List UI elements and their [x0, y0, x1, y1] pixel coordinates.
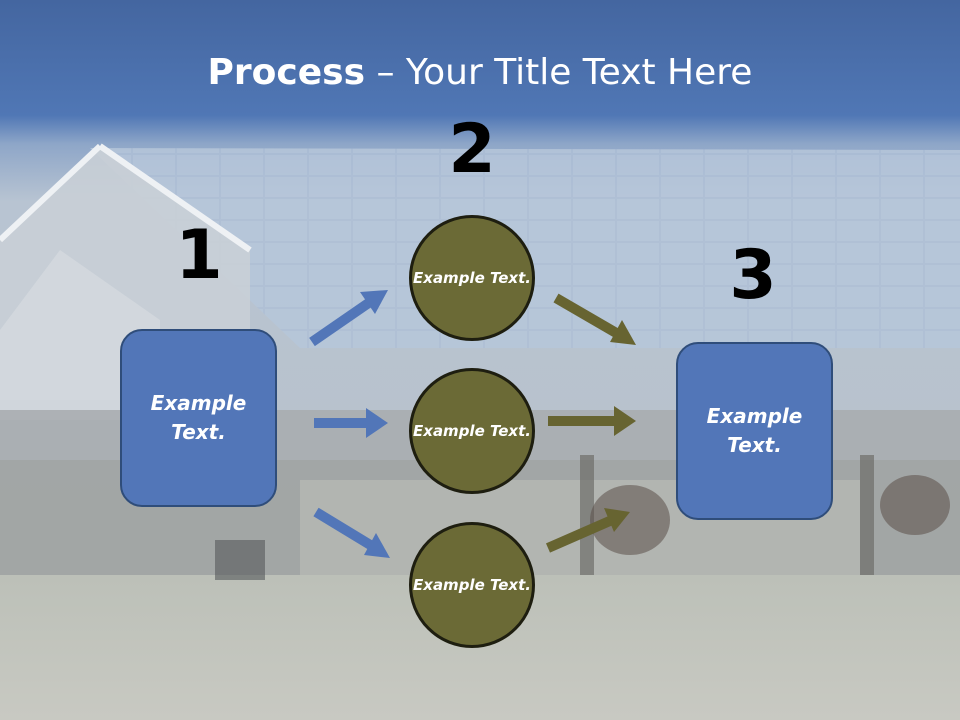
arrow-top-to-3 — [553, 293, 636, 345]
step-2-circle-bottom: Example Text. — [409, 522, 535, 648]
step-3-text: Example Text. — [706, 404, 803, 457]
arrow-1-to-top — [309, 290, 388, 347]
arrow-middle-to-3 — [548, 406, 636, 436]
arrow-1-to-bottom — [313, 507, 390, 558]
step-3-box: Example Text. — [676, 342, 833, 520]
step-2-text-middle: Example Text. — [413, 421, 531, 440]
step-2-number: 2 — [448, 110, 496, 189]
step-3-number: 3 — [729, 236, 777, 315]
step-2-circle-middle: Example Text. — [409, 368, 535, 494]
arrow-bottom-to-3 — [545, 508, 630, 553]
title-rest: – Your Title Text Here — [365, 52, 753, 93]
step-2-text-bottom: Example Text. — [413, 575, 531, 594]
step-2-circle-top: Example Text. — [409, 215, 535, 341]
title-bold: Process — [207, 52, 366, 93]
arrow-1-to-middle — [314, 408, 388, 438]
step-1-text: Example Text. — [150, 391, 247, 444]
slide-title: Process – Your Title Text Here — [0, 52, 960, 93]
step-1-number: 1 — [175, 216, 223, 295]
step-2-text-top: Example Text. — [413, 268, 531, 287]
step-1-box: Example Text. — [120, 329, 277, 507]
